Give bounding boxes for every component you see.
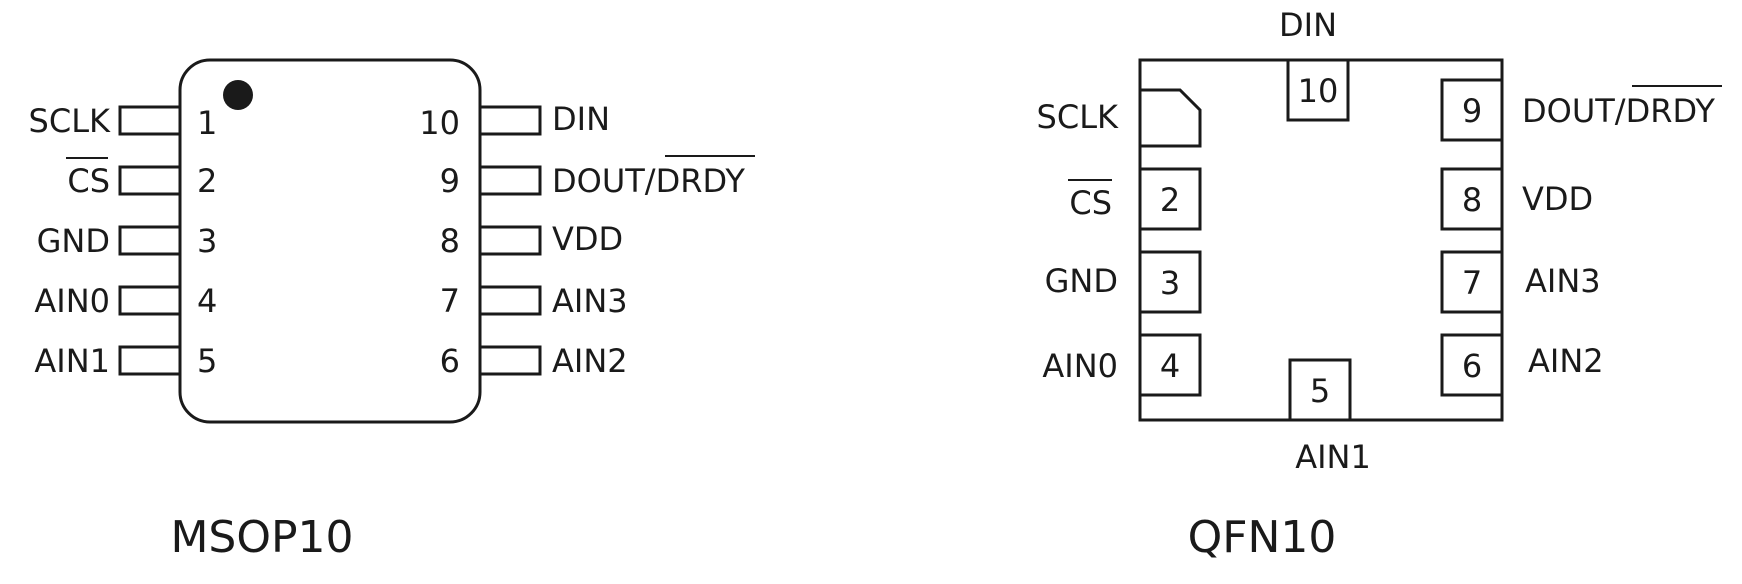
qfn-pin-number-10: 10 [1298,72,1339,110]
msop-pin-name-10: DIN [552,100,610,138]
qfn-pin-pad-6 [1440,333,1504,397]
msop-pin-number-10: 10 [419,104,460,142]
msop-pin-name-9: DOUT/DRDY [552,162,745,200]
qfn-pin-name-3: GND [1045,262,1118,300]
qfn-pin-pad-1 [1138,88,1202,148]
msop-pin-number-5: 5 [197,342,217,380]
qfn-pin-pad-5 [1288,358,1352,422]
qfn-pin-name-10: DIN [1279,6,1337,44]
qfn10-package-label: QFN10 [1188,512,1337,563]
msop-pin-name-8: VDD [552,220,623,258]
msop-pin-number-8: 8 [440,222,460,260]
qfn-pin-pad-7 [1440,250,1504,314]
msop10-package-label: MSOP10 [170,512,353,563]
qfn-pin-name-9: DOUT/DRDY [1522,92,1715,130]
qfn-pin-pad-9 [1440,78,1504,142]
qfn-pin-name-6: AIN2 [1528,342,1604,380]
msop-pin-lead-1 [118,105,182,136]
msop-pin-name-6: AIN2 [552,342,628,380]
qfn-pin-name-4: AIN0 [1042,347,1118,385]
qfn-pin-number-6: 6 [1462,347,1482,385]
msop-pin-number-4: 4 [197,282,217,320]
qfn-pin-name-2: CS [1069,184,1112,222]
msop-pin-number-9: 9 [440,162,460,200]
msop-pin-number-6: 6 [440,342,460,380]
qfn-pin-pad-2 [1138,167,1202,231]
qfn-pin-pad-10 [1286,58,1350,122]
qfn-pin-pad-4 [1138,333,1202,397]
msop-pin-number-7: 7 [440,282,460,320]
msop-pin-name-4: AIN0 [34,282,110,320]
msop-pin-name-3: GND [37,222,110,260]
msop-pin-lead-5 [118,345,182,376]
qfn-pin-name-8: VDD [1522,180,1593,218]
msop-pin-lead-4 [118,285,182,316]
msop-pin-number-3: 3 [197,222,217,260]
msop-pin-lead-3 [118,225,182,256]
qfn-pin-number-3: 3 [1160,264,1180,302]
msop-pin-lead-2 [118,165,182,196]
msop-pin-name-7: AIN3 [552,282,628,320]
msop-pin-name-1: SCLK [29,102,111,140]
msop-pin-name-2: CS [67,162,110,200]
msop-pin-number-2: 2 [197,162,217,200]
msop-pin-lead-7 [478,285,542,316]
msop10-package: 1 2 3 4 5 6 7 8 9 10 SCLK CS GND AIN0 AI… [29,58,755,563]
qfn-pin-pad-8 [1440,167,1504,231]
qfn-pin-number-5: 5 [1310,372,1330,410]
pin1-marker-dot [223,80,253,110]
qfn-pin-number-9: 9 [1462,92,1482,130]
msop-pin-lead-10 [478,105,542,136]
qfn-pin-number-4: 4 [1160,347,1180,385]
qfn-pin-number-8: 8 [1462,181,1482,219]
qfn10-package: 2 3 4 5 6 7 8 9 10 SCLK CS GND AIN0 AIN1… [1037,6,1722,563]
qfn-pin-number-2: 2 [1160,181,1180,219]
msop-pin-lead-6 [478,345,542,376]
qfn-pin-name-7: AIN3 [1525,262,1601,300]
qfn-pin-pad-3 [1138,250,1202,314]
msop-pin-lead-9 [478,165,542,196]
qfn-pin-number-7: 7 [1462,264,1482,302]
msop-pin-name-5: AIN1 [34,342,110,380]
msop-pin-number-1: 1 [197,104,217,142]
qfn-pin-name-5: AIN1 [1295,438,1371,476]
qfn-pin-name-1: SCLK [1037,98,1119,136]
msop-pin-lead-8 [478,225,542,256]
